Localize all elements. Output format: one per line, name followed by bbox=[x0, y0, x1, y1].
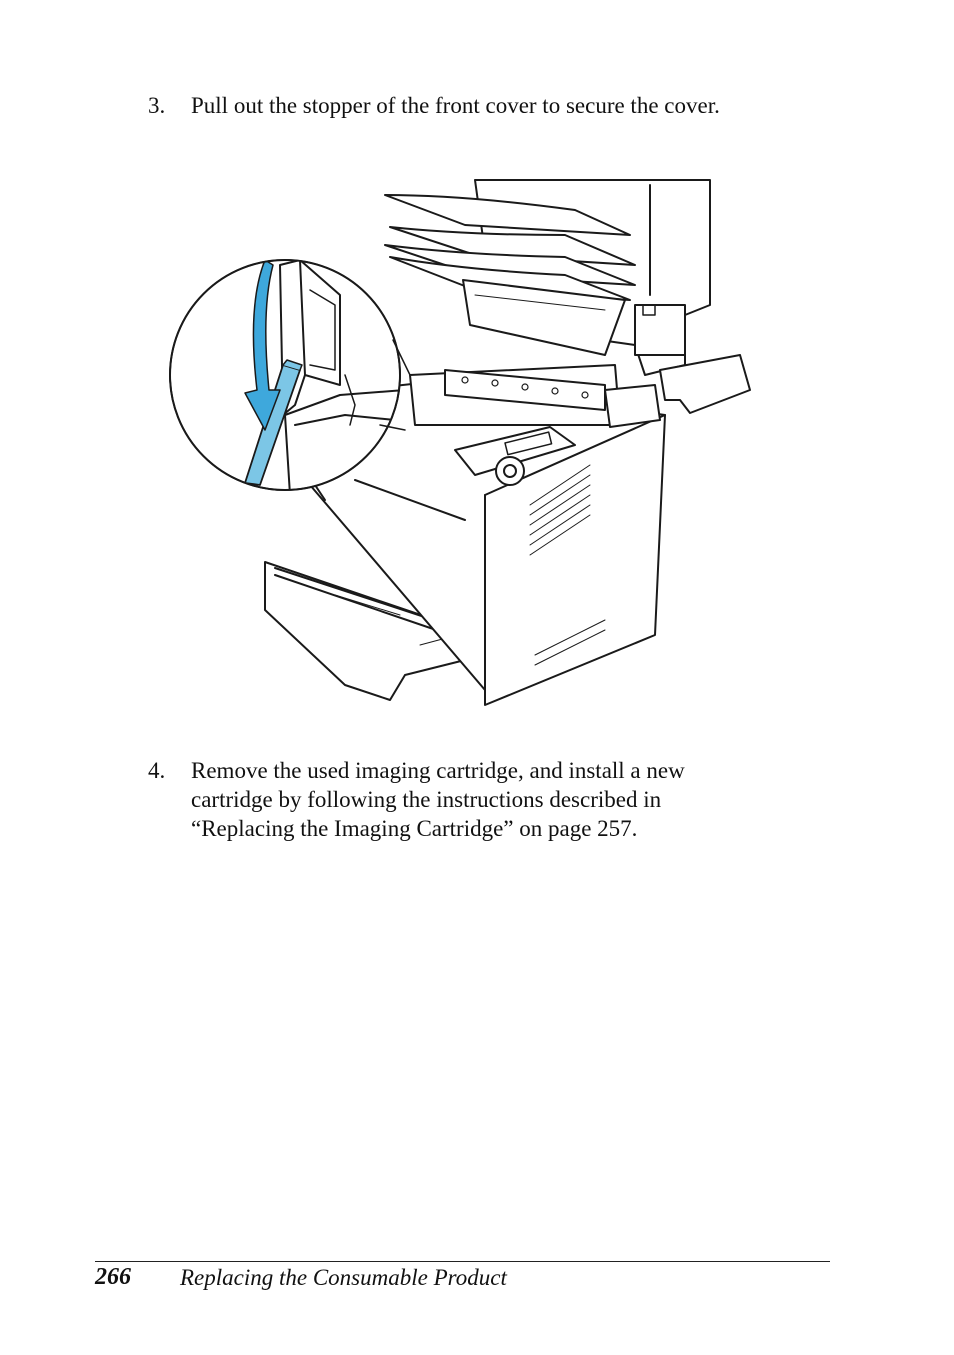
step-text-line: “Replacing the Imaging Cartridge” on pag… bbox=[191, 816, 638, 841]
stopper-arm bbox=[244, 364, 301, 486]
page-number: 266 bbox=[95, 1264, 131, 1290]
footer-rule bbox=[95, 1261, 830, 1262]
down-arrow-icon bbox=[244, 260, 281, 431]
step-number: 4. bbox=[148, 758, 166, 783]
step-text-line: Remove the used imaging cartridge, and i… bbox=[191, 758, 685, 783]
section-title: Replacing the Consumable Product bbox=[180, 1265, 507, 1290]
printer-illustration bbox=[169, 179, 751, 706]
step-text-line: Pull out the stopper of the front cover … bbox=[191, 93, 720, 118]
step-number: 3. bbox=[148, 93, 166, 118]
step-text-line: cartridge by following the instructions … bbox=[191, 787, 662, 812]
stopper-closeup bbox=[169, 259, 411, 491]
output-trays bbox=[384, 179, 711, 376]
side-attachment bbox=[604, 354, 751, 428]
inner-unit bbox=[409, 364, 621, 426]
step-text: Remove the used imaging cartridge, and i… bbox=[191, 756, 685, 843]
step-text: Pull out the stopper of the front cover … bbox=[191, 91, 720, 120]
